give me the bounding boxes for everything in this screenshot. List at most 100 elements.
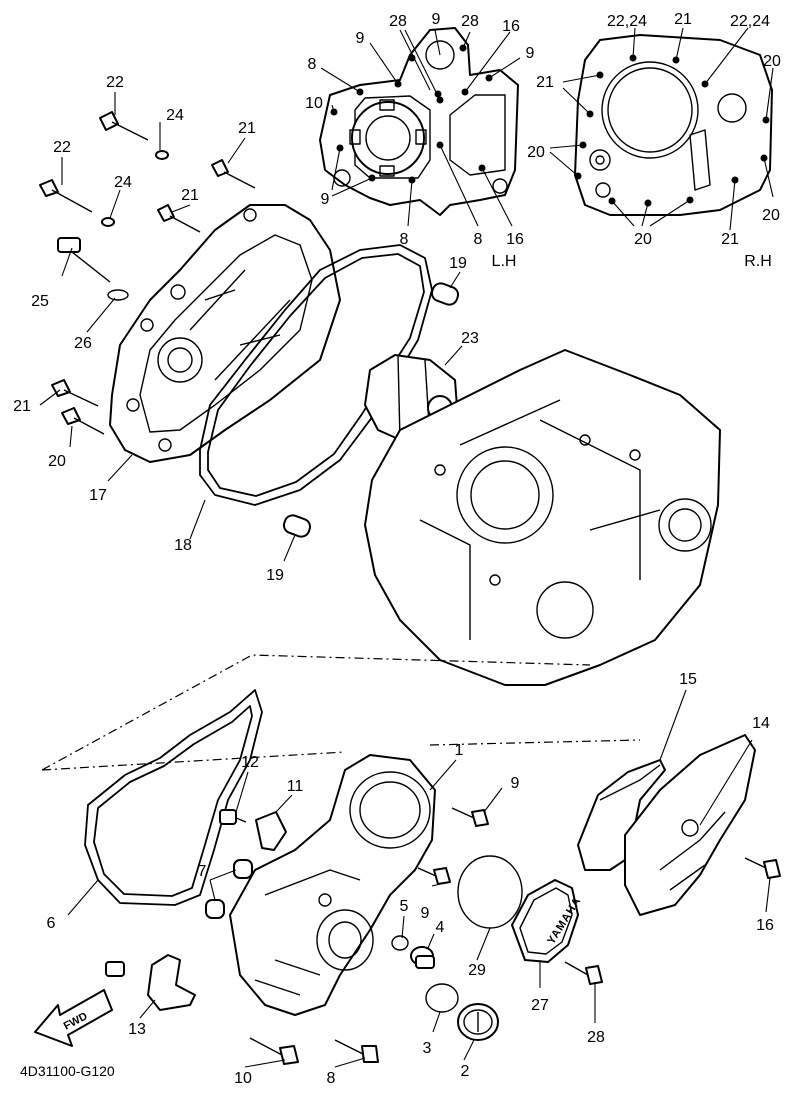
callout-21: 21 xyxy=(536,74,554,91)
callout-24: 24 xyxy=(114,174,132,191)
bracket-13 xyxy=(105,954,196,1011)
callout-15: 15 xyxy=(679,671,697,688)
engine-crankcase xyxy=(364,349,721,686)
callout-17: 17 xyxy=(89,487,107,504)
callout-7: 7 xyxy=(198,863,207,880)
lh-detail-view xyxy=(319,27,519,216)
callout-19: 19 xyxy=(266,567,284,584)
callout-21: 21 xyxy=(674,11,692,28)
callout-24: 24 xyxy=(166,107,184,124)
dowel-pin-19-lower xyxy=(282,514,312,538)
sprocket-cover-14 xyxy=(624,734,756,916)
callout-8: 8 xyxy=(308,56,317,73)
gasket-6 xyxy=(84,689,263,906)
callout-22: 22 xyxy=(53,139,71,156)
callout-9: 9 xyxy=(321,191,330,208)
plug-4 xyxy=(410,946,435,969)
callout-8: 8 xyxy=(327,1070,336,1087)
callout-21: 21 xyxy=(181,187,199,204)
callout-20: 20 xyxy=(763,53,781,70)
bolt-10 xyxy=(249,1037,299,1065)
plug-2 xyxy=(457,1003,499,1041)
callout-16: 16 xyxy=(756,917,774,934)
callout-5: 5 xyxy=(400,898,409,915)
callout-16: 16 xyxy=(506,231,524,248)
callout-20: 20 xyxy=(634,231,652,248)
diagram-code: 4D31100-G120 xyxy=(20,1063,115,1079)
forward-arrow: FWD xyxy=(34,989,113,1047)
callout-23: 23 xyxy=(461,330,479,347)
generator-cover-right xyxy=(229,754,436,1016)
chain-cover-15 xyxy=(577,759,666,871)
callout-16: 16 xyxy=(502,18,520,35)
dowel-pin-7-upper xyxy=(233,859,253,879)
callout-11: 11 xyxy=(287,778,304,795)
left-hand-label: L.H xyxy=(492,253,517,270)
callout-1: 1 xyxy=(455,742,464,759)
callout-9: 9 xyxy=(421,905,430,922)
dipstick-25 xyxy=(57,237,111,283)
dowel-pin-19-upper xyxy=(430,282,460,306)
callout-21: 21 xyxy=(13,398,31,415)
callout-27: 27 xyxy=(531,997,549,1014)
callout-29: 29 xyxy=(468,962,486,979)
leader-lines xyxy=(39,27,774,1068)
callout-21: 21 xyxy=(238,120,256,137)
callout-9: 9 xyxy=(511,775,520,792)
crankcase-cover-left xyxy=(109,204,341,463)
bolt-21-mid xyxy=(157,204,201,233)
bolt-21-lower xyxy=(51,379,99,407)
callout-26: 26 xyxy=(74,335,92,352)
callout-8: 8 xyxy=(400,231,409,248)
callout-28: 28 xyxy=(587,1029,605,1046)
bolt-28-lower xyxy=(564,961,603,985)
callout-2: 2 xyxy=(461,1063,470,1080)
callout-8: 8 xyxy=(474,231,483,248)
bolt-9-upper xyxy=(451,807,489,827)
callout-12: 12 xyxy=(241,754,259,771)
bolt-22-lower xyxy=(39,179,93,213)
bolt-9-lower xyxy=(417,867,451,885)
bolt-16-lower xyxy=(744,857,781,879)
washer-24-upper xyxy=(155,150,169,160)
sensor-11 xyxy=(255,811,287,851)
callout-19: 19 xyxy=(449,255,467,272)
rh-detail-view xyxy=(574,34,773,216)
callout-13: 13 xyxy=(128,1021,146,1038)
callout-9: 9 xyxy=(432,11,441,28)
gasket-18 xyxy=(199,244,433,506)
callout-labels: 22 24 21 22 24 21 25 26 19 23 21 20 17 1… xyxy=(13,11,781,1087)
callout-3: 3 xyxy=(423,1040,432,1057)
callout-20: 20 xyxy=(762,207,780,224)
washer-24-lower xyxy=(101,217,115,227)
o-ring-3 xyxy=(425,983,459,1013)
o-ring-29 xyxy=(457,855,523,929)
bolt-20 xyxy=(61,407,105,435)
callout-9: 9 xyxy=(356,30,365,47)
bolt-8 xyxy=(334,1039,379,1063)
right-hand-label: R.H xyxy=(744,253,772,270)
callout-18: 18 xyxy=(174,537,192,554)
callout-22-24: 22,24 xyxy=(730,13,770,30)
o-ring-26 xyxy=(107,289,129,301)
callout-22: 22 xyxy=(106,74,124,91)
callout-10: 10 xyxy=(305,95,323,112)
callout-20: 20 xyxy=(527,144,545,161)
callout-14: 14 xyxy=(752,715,770,732)
callout-6: 6 xyxy=(47,915,56,932)
dowel-pin-7-lower xyxy=(205,899,225,919)
callout-21: 21 xyxy=(721,231,739,248)
callout-28: 28 xyxy=(389,13,407,30)
callout-9: 9 xyxy=(526,45,535,62)
callout-4: 4 xyxy=(436,919,445,936)
bolt-21-upper xyxy=(211,159,256,189)
bolt-22-upper xyxy=(99,111,149,141)
callout-25: 25 xyxy=(31,293,49,310)
cap-27: YAMAHA xyxy=(511,879,584,963)
callout-28: 28 xyxy=(461,13,479,30)
screw-12 xyxy=(219,809,247,825)
callout-22-24: 22,24 xyxy=(607,13,647,30)
o-ring-5 xyxy=(391,935,409,951)
callout-10: 10 xyxy=(234,1070,252,1087)
